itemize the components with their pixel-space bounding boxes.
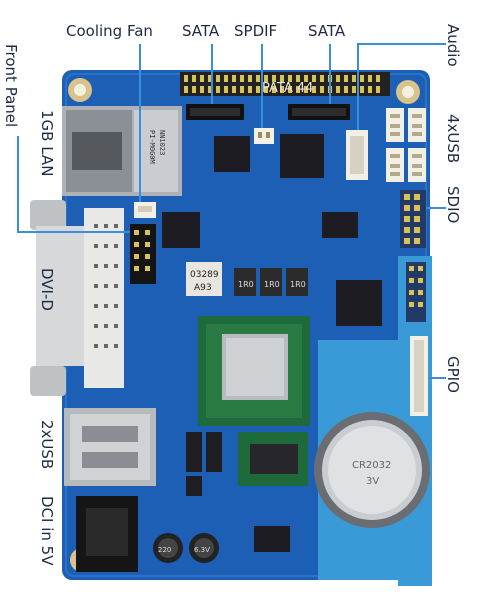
label-audio: Audio: [444, 24, 462, 67]
lan-label-1: NN1023: [158, 130, 166, 155]
svg-text:220: 220: [158, 546, 171, 554]
sata-connector-1: [186, 104, 244, 120]
mounting-hole-tr: [396, 80, 420, 104]
svg-text:1R0: 1R0: [238, 280, 254, 289]
mounting-hole-tl: [68, 78, 92, 102]
capacitor-2: 6.3V: [189, 533, 219, 563]
callout-lines: [17, 43, 446, 379]
svg-text:A93: A93: [194, 283, 212, 293]
label-sdio: SDIO: [444, 186, 462, 223]
pata-header: PATA 44: [180, 72, 390, 96]
labels: Cooling Fan SATA SPDIF SATA Audio 4xUSB …: [2, 22, 462, 566]
chip-upper-4: [322, 212, 358, 238]
callout-audio: [357, 43, 446, 130]
label-dvi-d: DVI-D: [38, 268, 56, 311]
chip-label-03289: 03289 A93: [186, 262, 222, 296]
capacitor-1: 220: [153, 533, 183, 563]
label-gpio: GPIO: [444, 356, 462, 393]
front-panel-header: [130, 224, 156, 284]
chip-upper-2: [280, 134, 324, 178]
chipset: [238, 432, 308, 486]
inductor-3: 1R0: [286, 268, 308, 296]
label-1gb-lan: 1GB LAN: [38, 110, 56, 176]
sdio-header: [400, 190, 426, 248]
sata-connector-2: [288, 104, 350, 120]
dvi-connector: [30, 200, 124, 396]
svg-text:3V: 3V: [366, 476, 379, 487]
label-sata-1: SATA: [182, 22, 220, 40]
cpu-package: [198, 316, 310, 426]
spdif-header: [254, 128, 274, 144]
lan-jack: NN1023 PI-M0G0M: [62, 106, 182, 196]
chip-upper-1: [214, 136, 250, 172]
usb-dual-port: [64, 408, 156, 486]
svg-text:CR2032: CR2032: [352, 460, 391, 471]
inductor-1: 1R0: [234, 268, 256, 296]
inductor-2: 1R0: [260, 268, 282, 296]
lan-label-2: PI-M0G0M: [148, 130, 156, 164]
usb-header-block: [386, 108, 426, 182]
coin-battery: CR2032 3V: [314, 412, 430, 528]
label-dc-in: DCI in 5V: [38, 496, 56, 566]
audio-header: [346, 130, 368, 180]
callout-front-panel: [17, 136, 130, 233]
dc-input-jack: [76, 496, 138, 572]
chip-lower: [254, 526, 290, 552]
svg-text:1R0: 1R0: [264, 280, 280, 289]
label-cooling-fan: Cooling Fan: [66, 22, 153, 40]
label-4xusb: 4xUSB: [444, 114, 462, 163]
chip-right-1: [336, 280, 382, 326]
label-2xusb: 2xUSB: [38, 420, 56, 469]
svg-text:1R0: 1R0: [290, 280, 306, 289]
cooling-fan-header: [134, 202, 156, 218]
label-spdif: SPDIF: [234, 22, 277, 40]
svg-text:03289: 03289: [190, 270, 219, 280]
label-front-panel: Front Panel: [2, 44, 20, 127]
capacitor-array: [186, 432, 222, 496]
label-sata-2: SATA: [308, 22, 346, 40]
chip-upper-3: [162, 212, 200, 248]
pata-silkscreen: PATA 44: [262, 81, 313, 96]
svg-text:6.3V: 6.3V: [194, 546, 210, 554]
